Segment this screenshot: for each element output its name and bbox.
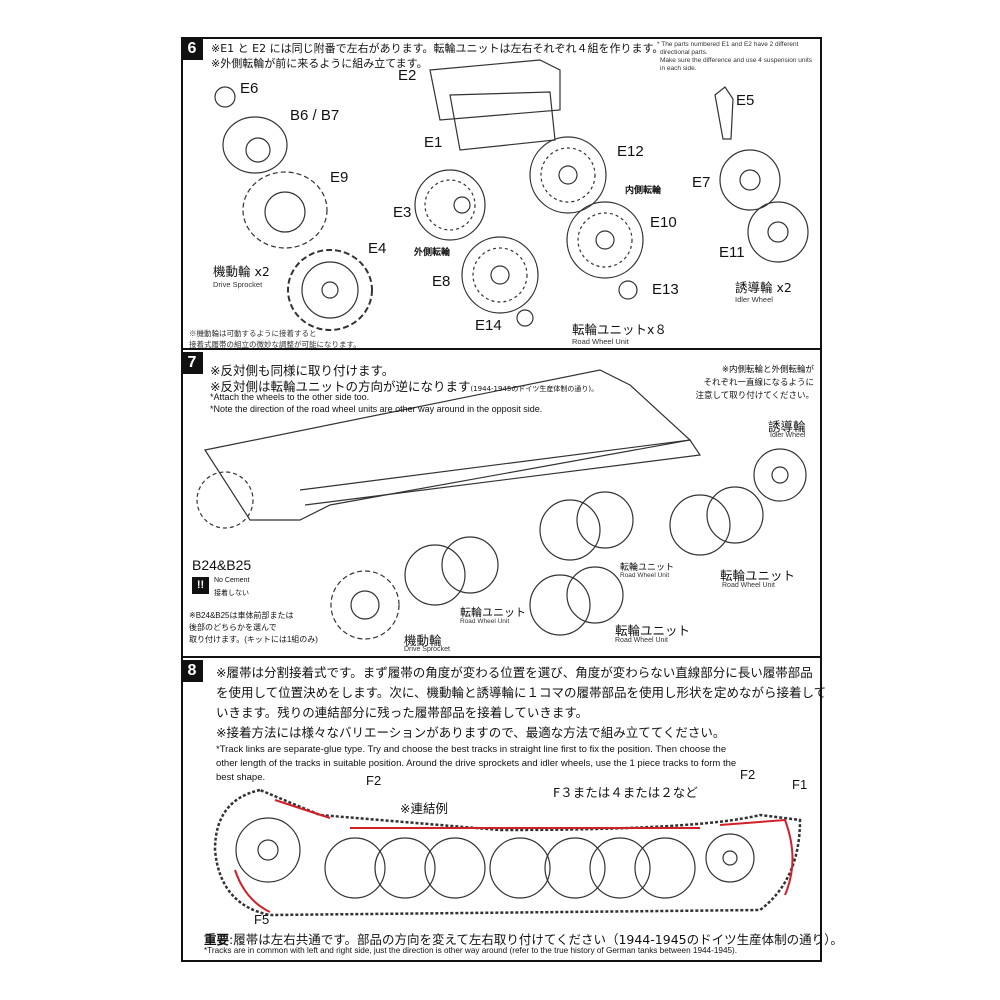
unit-label-2-jp: 転輪ユニット: [620, 563, 675, 573]
suspension-arm-illustration: [429, 59, 561, 151]
unit-label-4-en: Road Wheel Unit: [615, 637, 668, 644]
step-6-instruction-1: ※E1 と E2 には同じ附番で左右があります。転輪ユニットは左右それぞれ４組を…: [211, 42, 664, 55]
unit-label-3-en: Road Wheel Unit: [722, 582, 775, 589]
step-8-jp-3: いきます。残りの連結部分に残った履帯部品を接着していきます。: [216, 705, 589, 720]
step-7-section: [181, 350, 820, 658]
road-wheels-illustration: [414, 136, 644, 327]
no-cement-en: No Cement: [214, 577, 250, 584]
label-e5: E5: [736, 92, 755, 109]
step-8-en-1: *Track links are separate-glue type. Try…: [216, 744, 727, 755]
sprocket-label-jp: 機動輪 x2: [213, 264, 270, 279]
step-7-right-note-2: それぞれ一直線になるように: [703, 378, 814, 388]
step-7-sprocket-jp: 機動輪: [404, 633, 442, 648]
step-7-idler-en: Idler Wheel: [770, 432, 806, 439]
step-8-en-2: other length of the tracks in suitable p…: [216, 758, 737, 769]
road-wheel-units-illustration: [330, 448, 807, 640]
step-8-badge: 8: [181, 660, 203, 682]
outer-wheel-label: 外側転輪: [414, 248, 451, 258]
hull-illustration: [196, 369, 702, 529]
idler-wheel-illustration: [714, 86, 809, 263]
example-label: ※連結例: [400, 801, 448, 816]
step-6-instruction-2: ※外側転輪が前に来るように組み立てます。: [211, 57, 428, 70]
label-f2-left: F2: [366, 773, 382, 788]
step-6-note-en-1: * The parts numbered E1 and E2 have 2 di…: [657, 41, 799, 48]
label-e2: E2: [398, 67, 417, 84]
idler-label-en: Idler Wheel: [735, 295, 773, 304]
inner-wheel-label: 内側転輪: [625, 186, 662, 196]
step-6-section: [181, 37, 820, 350]
label-e11: E11: [719, 244, 745, 261]
unit-label-4-jp: 転輪ユニット: [615, 623, 691, 638]
label-e8: E8: [432, 273, 451, 290]
b24-note-3: 取り付けます。(キットには1組のみ): [189, 635, 318, 644]
label-f3: F３または４または２など: [553, 785, 698, 800]
label-e3: E3: [393, 204, 412, 221]
step-8-jp-1: ※履帯は分割接着式です。まず履帯の角度が変わる位置を選び、角度が変わらない直線部…: [216, 665, 813, 680]
step-7-instruction-2: ※反対側は転輪ユニットの方向が逆になります(1944-1945のドイツ生産体制の…: [210, 376, 598, 395]
label-f2-right: F2: [740, 767, 756, 782]
step-7-idler-jp: 誘導輪: [768, 419, 806, 434]
unit-label-1-jp: 転輪ユニット: [460, 606, 526, 619]
no-cement-jp: 接着しない: [214, 590, 249, 597]
step-8-en-3: best shape.: [216, 772, 266, 783]
step-7-en-1: *Attach the wheels to the other side too…: [210, 392, 370, 402]
b24-note-1: ※B24&B25は車体前部または: [189, 611, 294, 620]
label-e7: E7: [692, 174, 711, 191]
sprocket-parts-illustration: [214, 86, 373, 331]
label-e4: E4: [368, 240, 387, 257]
label-e9: E9: [330, 169, 349, 186]
manual-frame: [181, 37, 822, 962]
idler-label-jp: 誘導輪 x2: [735, 280, 792, 295]
unit-label-2-en: Road Wheel Unit: [620, 572, 670, 579]
sprocket-note-2: 接着式履帯の組立の微妙な調整が可能になります。: [189, 340, 361, 349]
label-b6-b7: B6 / B7: [290, 107, 340, 124]
important-text: :履帯は左右共通です。部品の方向を変えて左右取り付けてください（1944-194…: [229, 932, 843, 947]
step-7-right-note-3: 注意して取り付けてください。: [695, 391, 815, 401]
step-8-jp-4: ※接着方法には様々なバリエーションがありますので、最適な方法で組み立ててください…: [216, 725, 726, 740]
label-e13: E13: [652, 281, 679, 298]
step-7-sprocket-en: Drive Sprocket: [404, 646, 450, 653]
warning-icon: !!: [192, 577, 209, 594]
step-7-badge: 7: [181, 352, 203, 374]
step-7-instruction-1: ※反対側も同様に取り付けます。: [210, 363, 395, 378]
step-6-badge: 6: [181, 38, 203, 60]
step-8-jp-2: を使用して位置決めをします。次に、機動輪と誘導輪に１コマの履帯部品を使用し形状を…: [216, 685, 827, 700]
label-e14: E14: [475, 317, 502, 334]
important-note: 重要:履帯は左右共通です。部品の方向を変えて左右取り付けてください（1944-1…: [204, 929, 843, 948]
step-6-note-en-3: Make sure the difference and use 4 suspe…: [660, 57, 813, 64]
step-6-note-en-2: directional parts.: [660, 49, 708, 56]
b24-note-2: 後部のどちらかを選んで: [189, 623, 277, 632]
step-6-note-en-4: in each side.: [660, 65, 697, 72]
unit-label-1-en: Road Wheel Unit: [460, 618, 510, 625]
road-wheel-unit-label-jp: 転輪ユニットx８: [572, 322, 667, 337]
footer-note-en: *Tracks are in common with left and righ…: [204, 946, 738, 955]
label-e6: E6: [240, 80, 259, 97]
label-e10: E10: [650, 214, 677, 231]
step-7-en-2: *Note the direction of the road wheel un…: [210, 404, 543, 414]
sprocket-label-en: Drive Sprocket: [213, 280, 263, 289]
label-f5: F5: [254, 912, 270, 927]
unit-label-3-jp: 転輪ユニット: [720, 568, 796, 583]
important-label: 重要: [204, 932, 230, 947]
label-f1: F1: [792, 777, 808, 792]
sprocket-note-1: ※機動輪は可動するように接着すると: [189, 329, 317, 338]
highlighted-track-segments: [234, 799, 794, 913]
step-7-instruction-2-small: (1944-1945のドイツ生産体制の通り)。: [470, 385, 599, 393]
step-7-instruction-2-main: ※反対側は転輪ユニットの方向が逆になります: [210, 379, 471, 394]
road-wheel-unit-label-en: Road Wheel Unit: [572, 337, 629, 346]
label-b24-b25: B24&B25: [192, 557, 252, 573]
step-7-right-note-1: ※内側転輪と外側転輪が: [721, 365, 814, 375]
label-e1: E1: [424, 134, 443, 151]
label-e12: E12: [617, 143, 644, 160]
